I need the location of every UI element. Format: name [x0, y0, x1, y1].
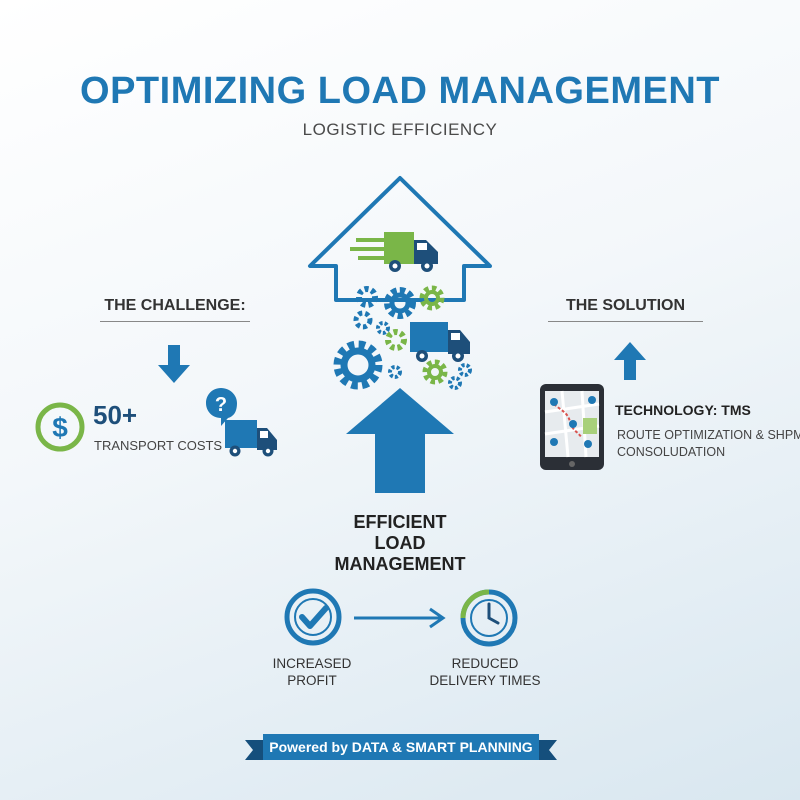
- triangle-arrow-icon: [308, 176, 492, 302]
- footer-banner: Powered by DATA & SMART PLANNING: [245, 734, 557, 764]
- challenge-heading: THE CHALLENGE:: [100, 297, 250, 322]
- svg-text:$: $: [52, 412, 68, 443]
- tech-description-line1: ROUTE OPTIMIZATION & SHPMNT: [617, 428, 800, 442]
- arrow-down-icon: [158, 345, 190, 383]
- tablet-map-icon: [540, 384, 604, 470]
- page-subtitle: LOGISTIC EFFICIENCY: [302, 120, 498, 139]
- svg-text:?: ?: [215, 394, 227, 416]
- increased-profit-line2: PROFIT: [287, 673, 337, 688]
- reduced-delivery-line1: REDUCED: [451, 656, 519, 671]
- question-icon: ?: [206, 388, 237, 426]
- arrow-right-icon: [354, 607, 446, 629]
- increased-profit-line1: INCREASED: [272, 656, 352, 671]
- gears-icon: [333, 285, 472, 390]
- center-title: EFFICIENT LOAD MANAGEMENT: [300, 512, 500, 575]
- check-badge-icon: [284, 588, 342, 646]
- center-title-line3: MANAGEMENT: [334, 554, 466, 574]
- reduced-delivery-line2: DELIVERY TIMES: [429, 673, 541, 688]
- cost-value: 50+: [93, 400, 138, 430]
- tech-description-line2: CONSOLUDATION: [617, 445, 726, 459]
- question-truck-group: ?: [206, 388, 277, 457]
- clock-icon: [460, 589, 518, 647]
- arrow-up-icon: [614, 342, 646, 380]
- solution-heading: THE SOLUTION: [548, 297, 703, 322]
- center-title-line2: LOAD: [374, 533, 426, 553]
- page-title: OPTIMIZING LOAD MANAGEMENT: [80, 70, 720, 112]
- speeding-truck-icon: [350, 232, 438, 272]
- reduced-delivery-label: REDUCED DELIVERY TIMES: [420, 655, 550, 689]
- banner-text: Powered by DATA & SMART PLANNING: [263, 734, 539, 760]
- big-arrow-up-icon: [346, 388, 454, 493]
- tech-title: TECHNOLOGY: TMS: [615, 402, 751, 418]
- banner-ribbon-shape: [245, 740, 557, 760]
- dollar-icon: $: [35, 402, 85, 452]
- truck-icon: [410, 322, 470, 362]
- truck-icon: [225, 420, 277, 457]
- center-title-line1: EFFICIENT: [353, 512, 447, 532]
- increased-profit-label: INCREASED PROFIT: [262, 655, 362, 689]
- cost-label: TRANSPORT COSTS: [94, 438, 223, 453]
